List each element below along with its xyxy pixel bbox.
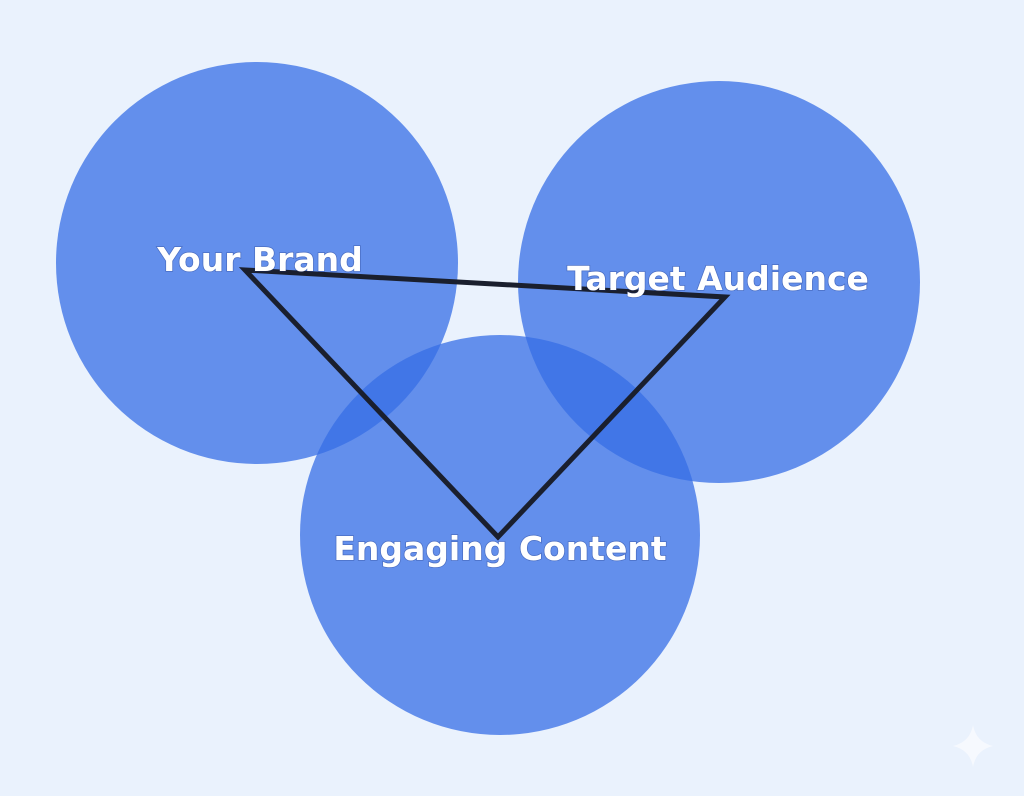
label-target-audience: Target Audience <box>567 259 869 298</box>
circle-your-brand <box>56 62 458 464</box>
label-engaging-content: Engaging Content <box>333 529 666 568</box>
sparkle-icon <box>953 725 993 767</box>
label-your-brand: Your Brand <box>156 240 363 279</box>
connecting-triangle <box>238 267 731 541</box>
